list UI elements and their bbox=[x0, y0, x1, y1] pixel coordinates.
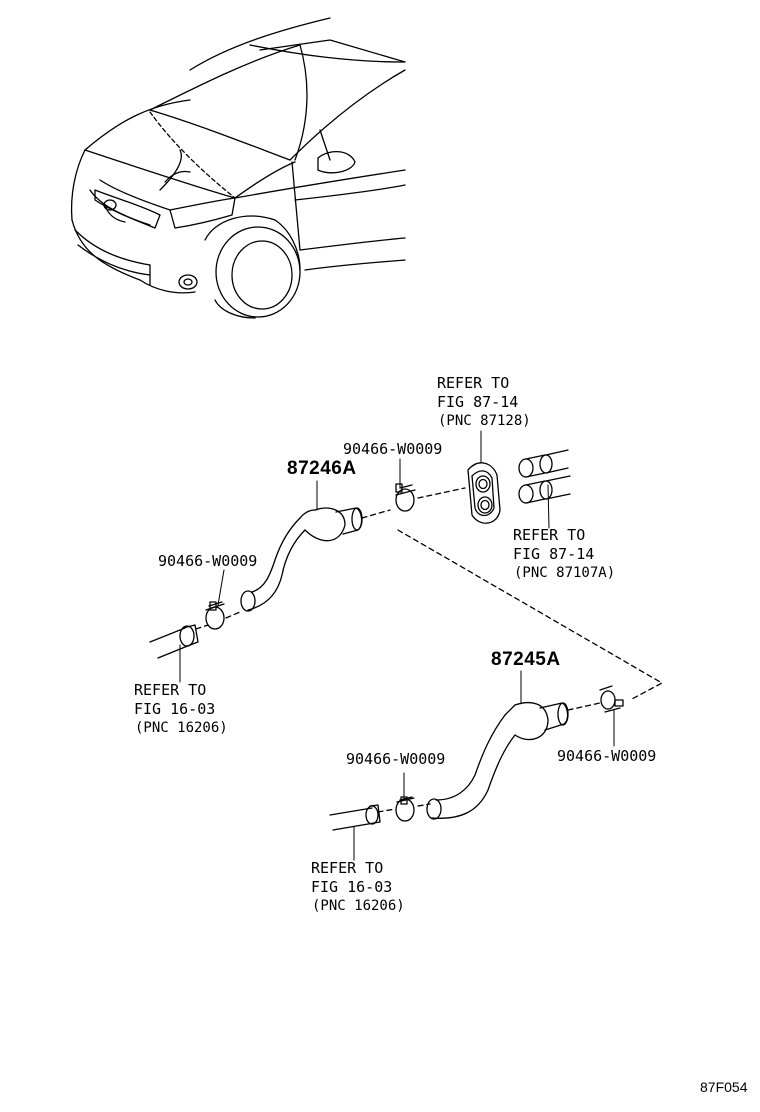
part-number-87246a[interactable]: 87246A bbox=[287, 458, 357, 479]
engine-pipe-upper bbox=[149, 624, 199, 659]
heater-pipes bbox=[518, 449, 571, 504]
clamp-label-upper-right: 90466-W0009 bbox=[343, 440, 443, 458]
leader-lines bbox=[179, 430, 615, 861]
ref-engine-upper-line2: FIG 16-03 bbox=[134, 700, 216, 718]
clamp-lower-right bbox=[599, 685, 624, 713]
ref-engine-upper-line1: REFER TO bbox=[134, 681, 207, 699]
figure-code: 87F054 bbox=[700, 1079, 748, 1095]
ref-heater-line3: (PNC 87107A) bbox=[514, 565, 616, 581]
ref-engine-lower-line3: (PNC 16206) bbox=[312, 898, 405, 914]
clamp-upper-right bbox=[395, 483, 416, 512]
ref-grommet-line3: (PNC 87128) bbox=[438, 413, 531, 429]
hose-87245a bbox=[426, 702, 569, 820]
car-illustration bbox=[70, 17, 406, 319]
clamp-label-lower-left: 90466-W0009 bbox=[346, 750, 446, 768]
hose-87246a bbox=[240, 507, 363, 612]
ref-heater-line1: REFER TO bbox=[513, 526, 586, 544]
clamp-label-upper-left: 90466-W0009 bbox=[158, 552, 258, 570]
ref-engine-upper-line3: (PNC 16206) bbox=[135, 720, 228, 736]
clamp-lower-left bbox=[395, 796, 415, 822]
ref-engine-lower-line1: REFER TO bbox=[311, 859, 384, 877]
clamp-label-lower-right: 90466-W0009 bbox=[557, 747, 657, 765]
part-number-87245a[interactable]: 87245A bbox=[491, 649, 561, 670]
grommet-87128 bbox=[467, 462, 501, 524]
engine-pipe-lower bbox=[329, 804, 381, 831]
ref-grommet-line1: REFER TO bbox=[437, 374, 510, 392]
ref-engine-lower-line2: FIG 16-03 bbox=[311, 878, 393, 896]
ref-heater-line2: FIG 87-14 bbox=[513, 545, 595, 563]
clamp-upper-left bbox=[205, 601, 225, 630]
ref-grommet-line2: FIG 87-14 bbox=[437, 393, 519, 411]
